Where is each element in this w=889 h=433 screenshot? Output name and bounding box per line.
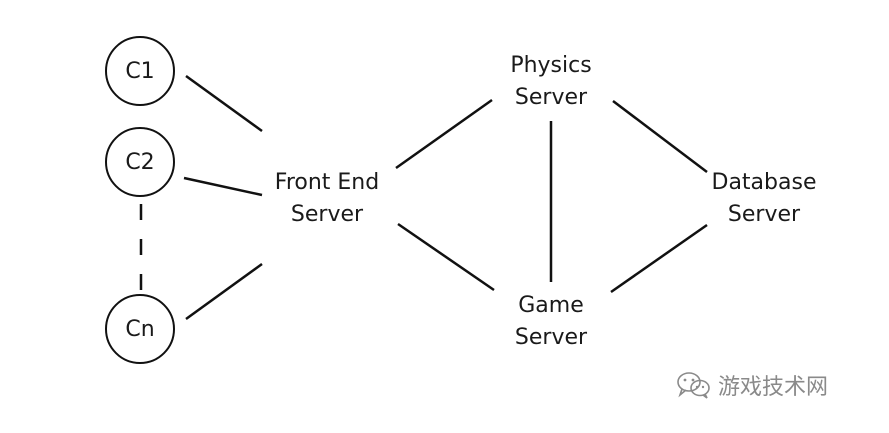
client-c1-label: C1 xyxy=(125,58,155,84)
edge-game-database xyxy=(610,223,708,294)
physics-server-label-line1: Physics xyxy=(510,53,592,78)
edge-physics-database xyxy=(612,100,708,173)
wechat-icon xyxy=(676,371,712,399)
client-cn-label: Cn xyxy=(125,316,155,342)
watermark-text: 游戏技术网 xyxy=(718,375,829,400)
game-server-label-line1: Game xyxy=(518,293,584,318)
edge-cn-front-end xyxy=(185,262,263,321)
client-c1-node: C1 xyxy=(105,36,175,106)
front-end-server-node: Front End Server xyxy=(252,167,402,231)
physics-server-node: Physics Server xyxy=(491,50,611,114)
game-server-label-line2: Server xyxy=(514,325,588,350)
game-server-node: Game Server xyxy=(491,290,611,354)
watermark: 游戏技术网 xyxy=(676,369,828,401)
database-server-node: Database Server xyxy=(699,167,829,231)
client-c2-label: C2 xyxy=(125,149,155,175)
client-cn-node: Cn xyxy=(105,294,175,364)
edge-front-end-game xyxy=(397,222,495,292)
database-server-label-line2: Server xyxy=(727,202,801,227)
front-end-server-label-line1: Front End xyxy=(274,170,380,195)
client-c2-node: C2 xyxy=(105,127,175,197)
physics-server-label-line2: Server xyxy=(514,85,588,110)
front-end-server-label-line2: Server xyxy=(290,202,364,227)
database-server-label-line1: Database xyxy=(711,170,817,195)
edge-c1-front-end xyxy=(185,74,263,133)
edge-c2-front-end xyxy=(183,176,263,197)
edge-front-end-physics xyxy=(395,98,493,170)
